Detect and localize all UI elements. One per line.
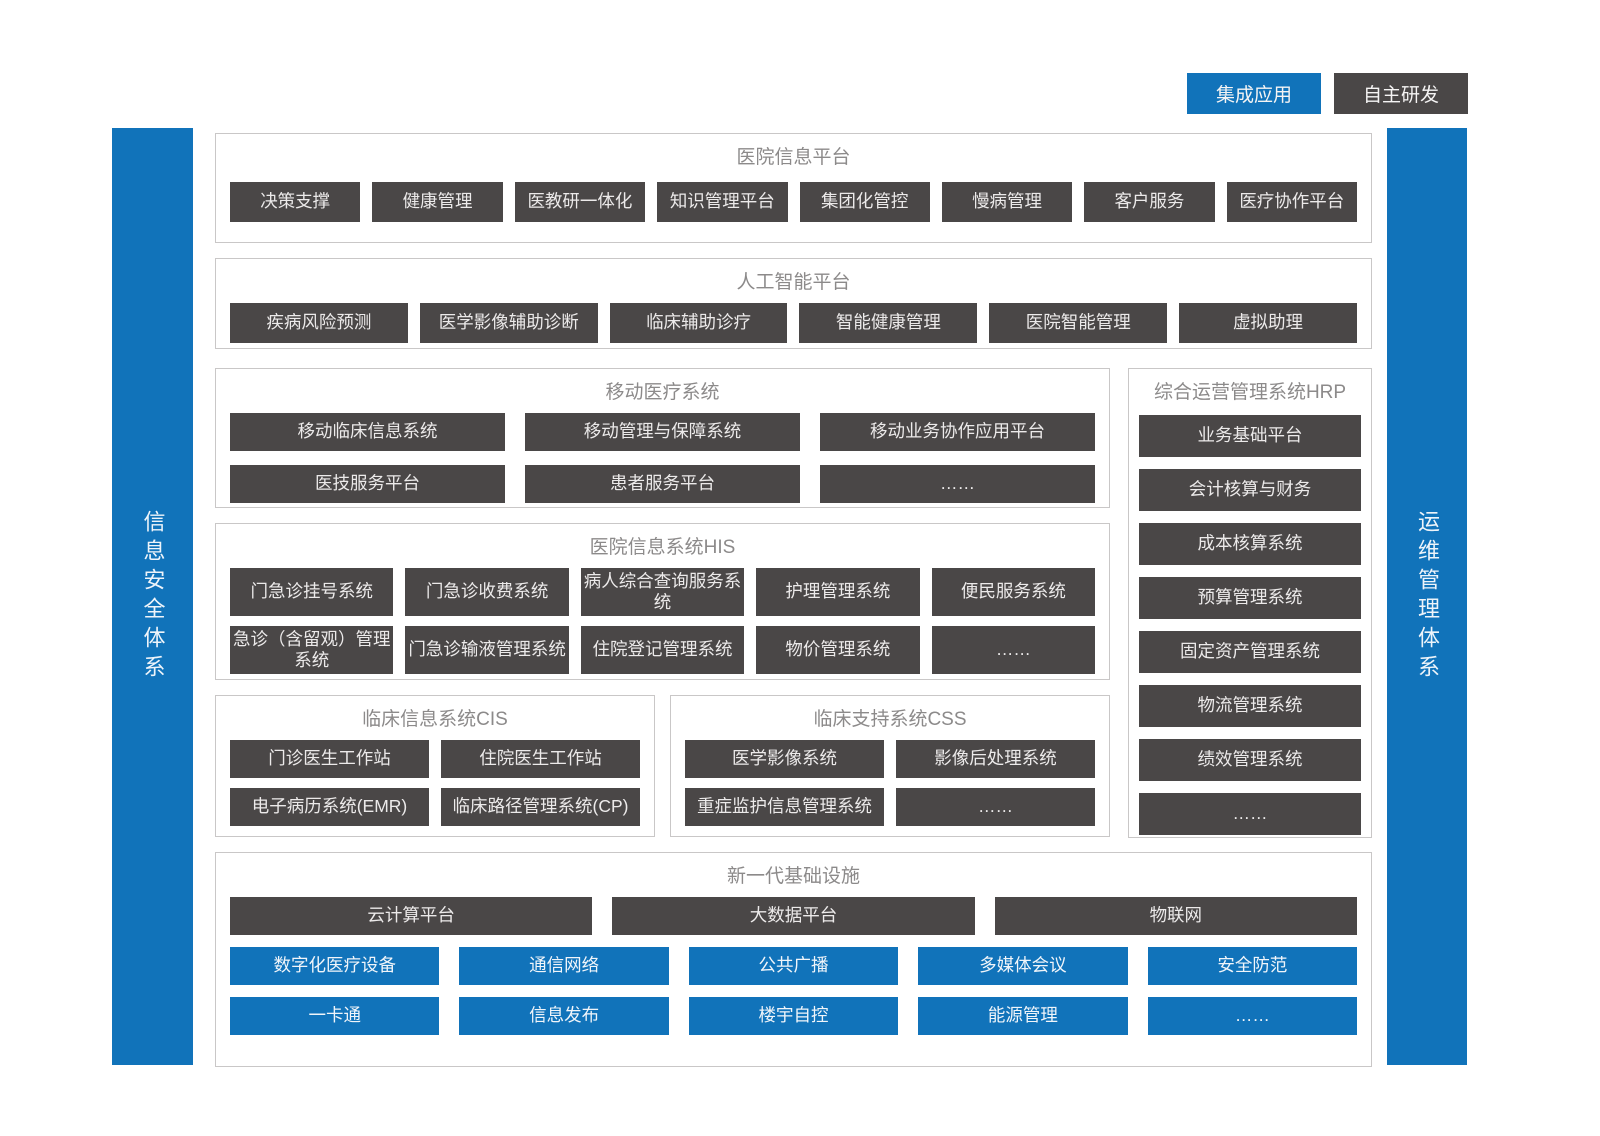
- hrp-item: ……: [1139, 792, 1361, 835]
- ai-item: 疾病风险预测: [230, 302, 408, 343]
- section-title: 人工智能平台: [736, 272, 851, 293]
- section-infrastructure: 新一代基础设施 云计算平台 大数据平台 物联网 数字化医疗设备 通信网络 公共广…: [215, 852, 1372, 1067]
- hrp-item: 会计核算与财务: [1139, 468, 1361, 511]
- left-bar-label: 信息安全体系: [140, 509, 166, 684]
- ai-item: 虚拟助理: [1179, 302, 1357, 343]
- platform-item: 集团化管控: [799, 181, 930, 222]
- css-item: 影像后处理系统: [896, 739, 1095, 778]
- platform-item: 知识管理平台: [657, 181, 788, 222]
- section-title: 医院信息系统HIS: [589, 537, 736, 558]
- his-item: 门急诊输液管理系统: [405, 625, 569, 674]
- infra-item: 云计算平台: [230, 896, 593, 935]
- css-item: 重症监护信息管理系统: [685, 787, 884, 826]
- platform-item: 健康管理: [372, 181, 503, 222]
- section-cis: 临床信息系统CIS 门诊医生工作站 住院医生工作站 电子病历系统(EMR) 临床…: [215, 695, 655, 837]
- platform-item: 慢病管理: [941, 181, 1073, 222]
- platform-item: 客户服务: [1084, 181, 1215, 222]
- infra-item: 公共广播: [688, 946, 899, 985]
- left-bar-info-security: 信息安全体系: [112, 128, 193, 1065]
- infra-item: 一卡通: [230, 996, 440, 1035]
- his-item: ……: [931, 625, 1096, 674]
- his-item: 急诊（含留观）管理系统: [230, 625, 394, 674]
- ai-item: 临床辅助诊疗: [609, 302, 788, 343]
- mobile-item: 医技服务平台: [230, 464, 505, 503]
- platform-item: 医教研一体化: [514, 181, 646, 222]
- mobile-item: 移动临床信息系统: [230, 412, 505, 451]
- infra-item: 信息发布: [459, 996, 669, 1035]
- cis-item: 门诊医生工作站: [230, 739, 429, 778]
- right-bar-ops-management: 运维管理体系: [1387, 128, 1467, 1065]
- infra-item: 通信网络: [459, 946, 669, 985]
- section-title: 临床支持系统CSS: [813, 709, 967, 730]
- hrp-item: 固定资产管理系统: [1139, 630, 1361, 673]
- infra-item: ……: [1147, 996, 1358, 1035]
- hrp-item: 成本核算系统: [1139, 522, 1361, 565]
- cis-item: 住院医生工作站: [441, 739, 640, 778]
- section-title: 综合运营管理系统HRP: [1153, 382, 1347, 403]
- his-item: 便民服务系统: [931, 567, 1096, 616]
- hrp-item: 绩效管理系统: [1139, 738, 1361, 781]
- cis-item: 临床路径管理系统(CP): [441, 787, 640, 826]
- his-item: 门急诊挂号系统: [230, 567, 394, 616]
- right-bar-label: 运维管理体系: [1415, 509, 1440, 684]
- section-his: 医院信息系统HIS 门急诊挂号系统 门急诊收费系统 病人综合查询服务系统 护理管…: [215, 523, 1110, 680]
- infra-item: 安全防范: [1147, 946, 1358, 985]
- cis-item: 电子病历系统(EMR): [230, 787, 429, 826]
- his-item: 住院登记管理系统: [580, 625, 745, 674]
- hrp-item: 物流管理系统: [1139, 684, 1361, 727]
- platform-item: 决策支撑: [230, 181, 361, 222]
- infra-item: 多媒体会议: [918, 946, 1128, 985]
- infra-item: 楼宇自控: [688, 996, 899, 1035]
- ai-item: 智能健康管理: [799, 302, 978, 343]
- his-item: 物价管理系统: [756, 625, 920, 674]
- mobile-item: 移动管理与保障系统: [525, 412, 800, 451]
- mobile-item: ……: [820, 464, 1095, 503]
- section-title: 移动医疗系统: [605, 382, 720, 403]
- his-item: 病人综合查询服务系统: [580, 567, 745, 616]
- mobile-item: 患者服务平台: [525, 464, 800, 503]
- css-item: 医学影像系统: [685, 739, 884, 778]
- section-title: 新一代基础设施: [726, 866, 860, 887]
- section-title: 临床信息系统CIS: [362, 709, 508, 730]
- legend-integrated-app: 集成应用: [1187, 73, 1321, 114]
- section-title: 医院信息平台: [736, 147, 851, 168]
- infra-item: 物联网: [994, 896, 1357, 935]
- section-css: 临床支持系统CSS 医学影像系统 影像后处理系统 重症监护信息管理系统 ……: [670, 695, 1110, 837]
- section-mobile-medical: 移动医疗系统 移动临床信息系统 移动管理与保障系统 移动业务协作应用平台 医技服…: [215, 368, 1110, 508]
- legend-self-developed: 自主研发: [1334, 73, 1468, 114]
- infra-item: 数字化医疗设备: [230, 946, 440, 985]
- infra-item: 大数据平台: [612, 896, 975, 935]
- css-item: ……: [896, 787, 1095, 826]
- ai-item: 医院智能管理: [989, 302, 1168, 343]
- ai-item: 医学影像辅助诊断: [419, 302, 598, 343]
- section-ai-platform: 人工智能平台 疾病风险预测 医学影像辅助诊断 临床辅助诊疗 智能健康管理 医院智…: [215, 258, 1372, 349]
- section-hrp: 综合运营管理系统HRP 业务基础平台 会计核算与财务 成本核算系统 预算管理系统…: [1128, 368, 1372, 838]
- his-item: 护理管理系统: [756, 567, 920, 616]
- his-item: 门急诊收费系统: [405, 567, 569, 616]
- section-hospital-info-platform: 医院信息平台 决策支撑 健康管理 医教研一体化 知识管理平台 集团化管控 慢病管…: [215, 133, 1372, 243]
- mobile-item: 移动业务协作应用平台: [820, 412, 1095, 451]
- infra-item: 能源管理: [918, 996, 1128, 1035]
- platform-item: 医疗协作平台: [1226, 181, 1357, 222]
- hrp-item: 预算管理系统: [1139, 576, 1361, 619]
- hrp-item: 业务基础平台: [1139, 414, 1361, 457]
